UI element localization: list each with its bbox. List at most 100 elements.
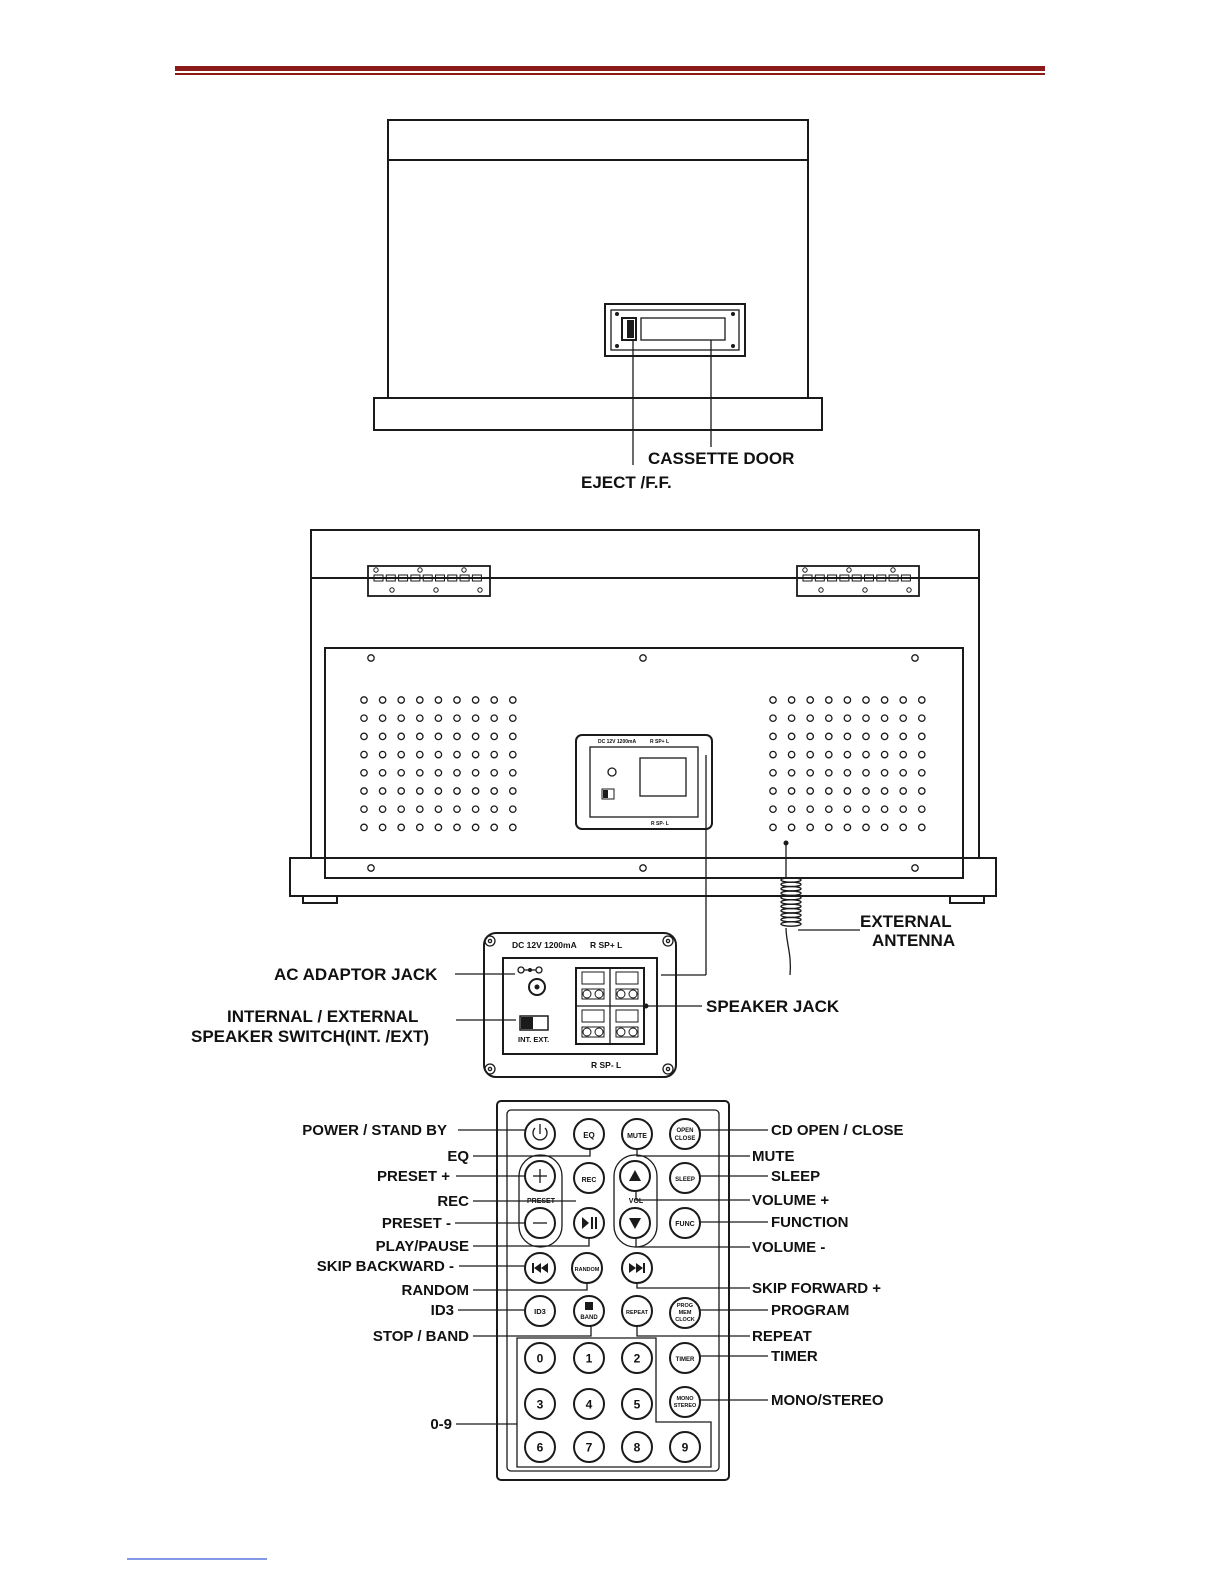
svg-text:PROG: PROG (677, 1303, 693, 1309)
svg-text:OPEN: OPEN (676, 1128, 693, 1134)
vol-key-label: VOL (629, 1198, 644, 1205)
panel-speaker-top-text: R SP+ L (590, 940, 622, 950)
power-button (524, 1118, 556, 1150)
digit-key-label: 3 (537, 1398, 544, 1412)
label-program: PROGRAM (771, 1302, 849, 1319)
label-volume-minus: VOLUME - (752, 1239, 825, 1256)
play-pause-button (573, 1207, 605, 1239)
hinge-left (367, 565, 491, 597)
func-button: FUNC (669, 1207, 701, 1239)
int-ext-switch: INT. EXT. (518, 1015, 549, 1044)
cassette-side-view: CASSETTE DOOR EJECT /F.F. (373, 119, 823, 492)
id3-button: ID3 (524, 1295, 556, 1327)
digit-key-label: 1 (586, 1352, 593, 1366)
label-skip-backward: SKIP BACKWARD - (317, 1258, 454, 1275)
digit-key-label: 6 (537, 1441, 544, 1455)
external-antenna (780, 840, 860, 976)
digit-keys: 0 1 2 3 4 5 6 7 8 9 (524, 1342, 701, 1463)
digit-key-3: 3 (524, 1388, 556, 1420)
speaker-grille-right (769, 696, 926, 832)
stop-band-button: BAND (573, 1295, 605, 1327)
label-switch-2: SPEAKER SWITCH(INT. /EXT) (191, 1027, 429, 1046)
label-random: RANDOM (402, 1282, 470, 1299)
digit-key-0: 0 (524, 1342, 556, 1374)
remote-leaders-right (635, 1129, 768, 1401)
svg-text:FUNC: FUNC (675, 1221, 694, 1228)
mono-stereo-button: MONO STEREO (669, 1386, 701, 1418)
digit-key-label: 5 (634, 1398, 641, 1412)
digit-key-8: 8 (621, 1431, 653, 1463)
ac-adaptor-jack (517, 966, 546, 996)
mute-button: MUTE (621, 1118, 653, 1150)
label-power: POWER / STAND BY (302, 1122, 447, 1139)
digit-key-5: 5 (621, 1388, 653, 1420)
svg-text:REC: REC (582, 1177, 597, 1184)
skip-backward-button (524, 1252, 556, 1284)
rear-connector-panel: DC 12V 1200mA R SP+ L R SP- L INT. EXT. … (191, 932, 840, 1078)
label-switch-1: INTERNAL / EXTERNAL (227, 1007, 418, 1026)
volume-down-button (619, 1207, 651, 1239)
remote-control: EQ MUTE OPEN CLOSE PRESET REC (302, 1100, 904, 1481)
svg-text:REPEAT: REPEAT (626, 1310, 649, 1316)
label-skip-forward: SKIP FORWARD + (752, 1280, 881, 1297)
sleep-button: SLEEP (669, 1162, 701, 1194)
svg-text:CLOSE: CLOSE (675, 1136, 696, 1142)
label-eq: EQ (447, 1148, 469, 1165)
digit-key-1: 1 (573, 1342, 605, 1374)
digit-key-9: 9 (669, 1431, 701, 1463)
label-rec: REC (437, 1193, 469, 1210)
svg-text:DC 12V 1200mA: DC 12V 1200mA (598, 739, 636, 745)
label-volume-plus: VOLUME + (752, 1192, 829, 1209)
digit-key-label: 0 (537, 1352, 544, 1366)
label-digits: 0-9 (430, 1416, 452, 1433)
open-close-button: OPEN CLOSE (669, 1118, 701, 1150)
svg-text:EQ: EQ (583, 1131, 595, 1140)
digit-key-label: 4 (586, 1398, 593, 1412)
svg-text:SLEEP: SLEEP (675, 1177, 695, 1183)
cassette-door (604, 303, 746, 357)
label-external-antenna-1: EXTERNAL (860, 912, 952, 931)
label-repeat: REPEAT (752, 1328, 812, 1345)
digit-key-label: 2 (634, 1352, 641, 1366)
repeat-button: REPEAT (621, 1295, 653, 1327)
label-preset-plus: PRESET + (377, 1168, 450, 1185)
label-preset-minus: PRESET - (382, 1215, 451, 1232)
rear-view: DC 12V 1200mA R SP+ L R SP- L EXTERNAL A… (289, 529, 997, 976)
panel-rating-text: DC 12V 1200mA (512, 940, 577, 950)
prog-mem-clock-button: PROG MEM CLOCK (669, 1297, 701, 1329)
svg-text:CLOCK: CLOCK (675, 1317, 695, 1323)
digit-key-label: 9 (682, 1441, 689, 1455)
panel-switch-text: INT. EXT. (518, 1035, 549, 1044)
svg-text:R SP- L: R SP- L (651, 821, 669, 827)
svg-text:ID3: ID3 (534, 1307, 546, 1316)
svg-text:MUTE: MUTE (627, 1133, 647, 1140)
svg-text:R SP+ L: R SP+ L (650, 739, 669, 745)
label-speaker-jack: SPEAKER JACK (706, 997, 840, 1016)
rear-screws (367, 654, 919, 872)
eq-button: EQ (573, 1118, 605, 1150)
skip-forward-button (621, 1252, 653, 1284)
label-timer: TIMER (771, 1348, 818, 1365)
label-mono-stereo: MONO/STEREO (771, 1392, 884, 1409)
label-eject: EJECT /F.F. (581, 473, 672, 492)
timer-button: TIMER (669, 1342, 701, 1374)
panel-speaker-bottom-text: R SP- L (591, 1060, 621, 1070)
digit-key-label: 7 (586, 1441, 593, 1455)
label-sleep: SLEEP (771, 1168, 820, 1185)
label-play-pause: PLAY/PAUSE (376, 1238, 469, 1255)
preset-minus-button (524, 1207, 556, 1239)
header-rule (175, 66, 1045, 75)
preset-plus-button (524, 1160, 556, 1192)
speaker-jack (575, 967, 645, 1045)
svg-text:MEM: MEM (679, 1310, 692, 1316)
svg-text:RANDOM: RANDOM (575, 1267, 600, 1273)
label-cassette-door: CASSETTE DOOR (648, 449, 794, 468)
svg-text:STEREO: STEREO (674, 1403, 697, 1409)
svg-text:TIMER: TIMER (676, 1357, 695, 1363)
digit-key-6: 6 (524, 1431, 556, 1463)
label-ac-adaptor-jack: AC ADAPTOR JACK (274, 965, 438, 984)
random-button: RANDOM (571, 1252, 603, 1284)
label-cd-open-close: CD OPEN / CLOSE (771, 1122, 904, 1139)
label-id3: ID3 (431, 1302, 454, 1319)
hinge-right (796, 565, 920, 597)
